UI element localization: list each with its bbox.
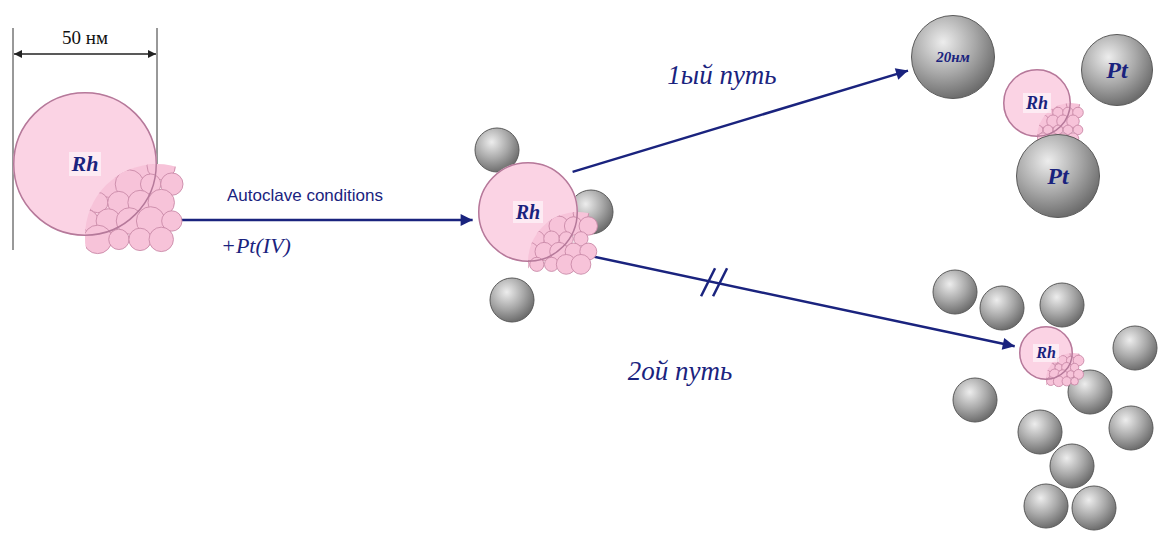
platinum-sphere bbox=[933, 270, 977, 314]
reagent-label: +Pt(IV) bbox=[221, 234, 291, 258]
platinum-particle: 20нм bbox=[911, 15, 995, 99]
node-label: Pt bbox=[1044, 163, 1071, 189]
platinum-particle: Pt bbox=[1081, 34, 1153, 106]
rhodium-particle: Rh bbox=[1003, 69, 1071, 137]
platinum-sphere bbox=[490, 278, 534, 322]
reaction-arrow bbox=[573, 252, 1015, 346]
dimension-lines bbox=[13, 28, 157, 250]
node-label: Rh bbox=[1033, 344, 1059, 362]
platinum-sphere bbox=[1040, 283, 1084, 327]
platinum-sphere bbox=[1024, 484, 1068, 528]
reaction-arrow bbox=[136, 219, 472, 222]
platinum-sphere bbox=[980, 286, 1024, 330]
rhodium-particle: Rh bbox=[13, 92, 157, 236]
platinum-sphere bbox=[953, 378, 997, 422]
extension-line bbox=[13, 28, 14, 250]
platinum-sphere bbox=[1018, 410, 1062, 454]
platinum-sphere bbox=[1109, 406, 1153, 450]
platinum-sphere bbox=[1050, 444, 1094, 488]
blocked-mark bbox=[701, 268, 727, 296]
node-label: Rh bbox=[69, 152, 102, 176]
platinum-particle: Pt bbox=[1016, 134, 1100, 218]
condition-label: Autoclave conditions bbox=[227, 187, 383, 206]
node-label: 20нм bbox=[933, 49, 973, 66]
rhodium-particle: Rh bbox=[478, 162, 578, 262]
pathway-label: 2ой путь bbox=[628, 357, 733, 387]
node-label: Rh bbox=[1023, 93, 1051, 113]
pathway-label: 1ый путь bbox=[667, 61, 776, 91]
platinum-sphere bbox=[1113, 326, 1157, 370]
dimension-arrow bbox=[14, 53, 156, 54]
platinum-sphere bbox=[1068, 370, 1112, 414]
rhodium-particle: Rh bbox=[1019, 326, 1073, 380]
node-label: Pt bbox=[1103, 57, 1130, 83]
node-label: Rh bbox=[513, 201, 543, 223]
dimension-label: 50 нм bbox=[62, 28, 108, 49]
platinum-sphere bbox=[1072, 486, 1116, 530]
